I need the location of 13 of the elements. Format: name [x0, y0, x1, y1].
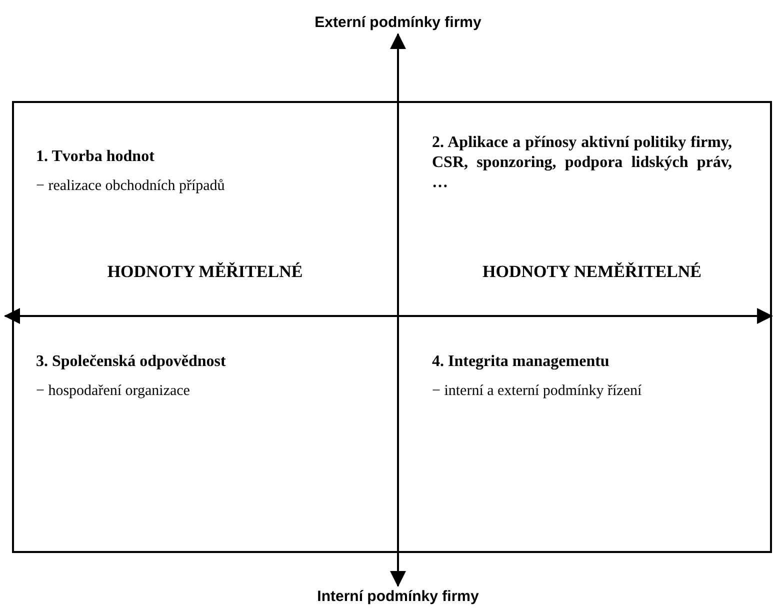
category-label: HODNOTY NEMĚŘITELNÉ: [482, 262, 702, 282]
axis-arrow: [390, 33, 406, 587]
quadrant-frame: [12, 101, 772, 553]
quadrant-heading: 4. Integrita managementu: [432, 352, 610, 372]
quadrant-description: − hospodaření organizace: [36, 383, 191, 400]
quadrant-heading: 1. Tvorba hodnot: [36, 147, 156, 167]
axis-title: Externí podmínky firmy: [314, 14, 482, 31]
axis-title: Interní podmínky firmy: [317, 588, 479, 605]
quadrant-heading: 3. Společenská odpovědnost: [36, 352, 227, 372]
quadrant-heading: 2. Aplikace a přínosy aktivní politiky firmy, CSR, sponzoring, podpora lidských práv, …: [432, 133, 732, 193]
quadrant-description: − realizace obchodních případů: [36, 178, 226, 195]
quadrant-description: − interní a externí podmínky řízení: [432, 383, 643, 400]
category-label: HODNOTY MĚŘITELNÉ: [107, 262, 303, 282]
